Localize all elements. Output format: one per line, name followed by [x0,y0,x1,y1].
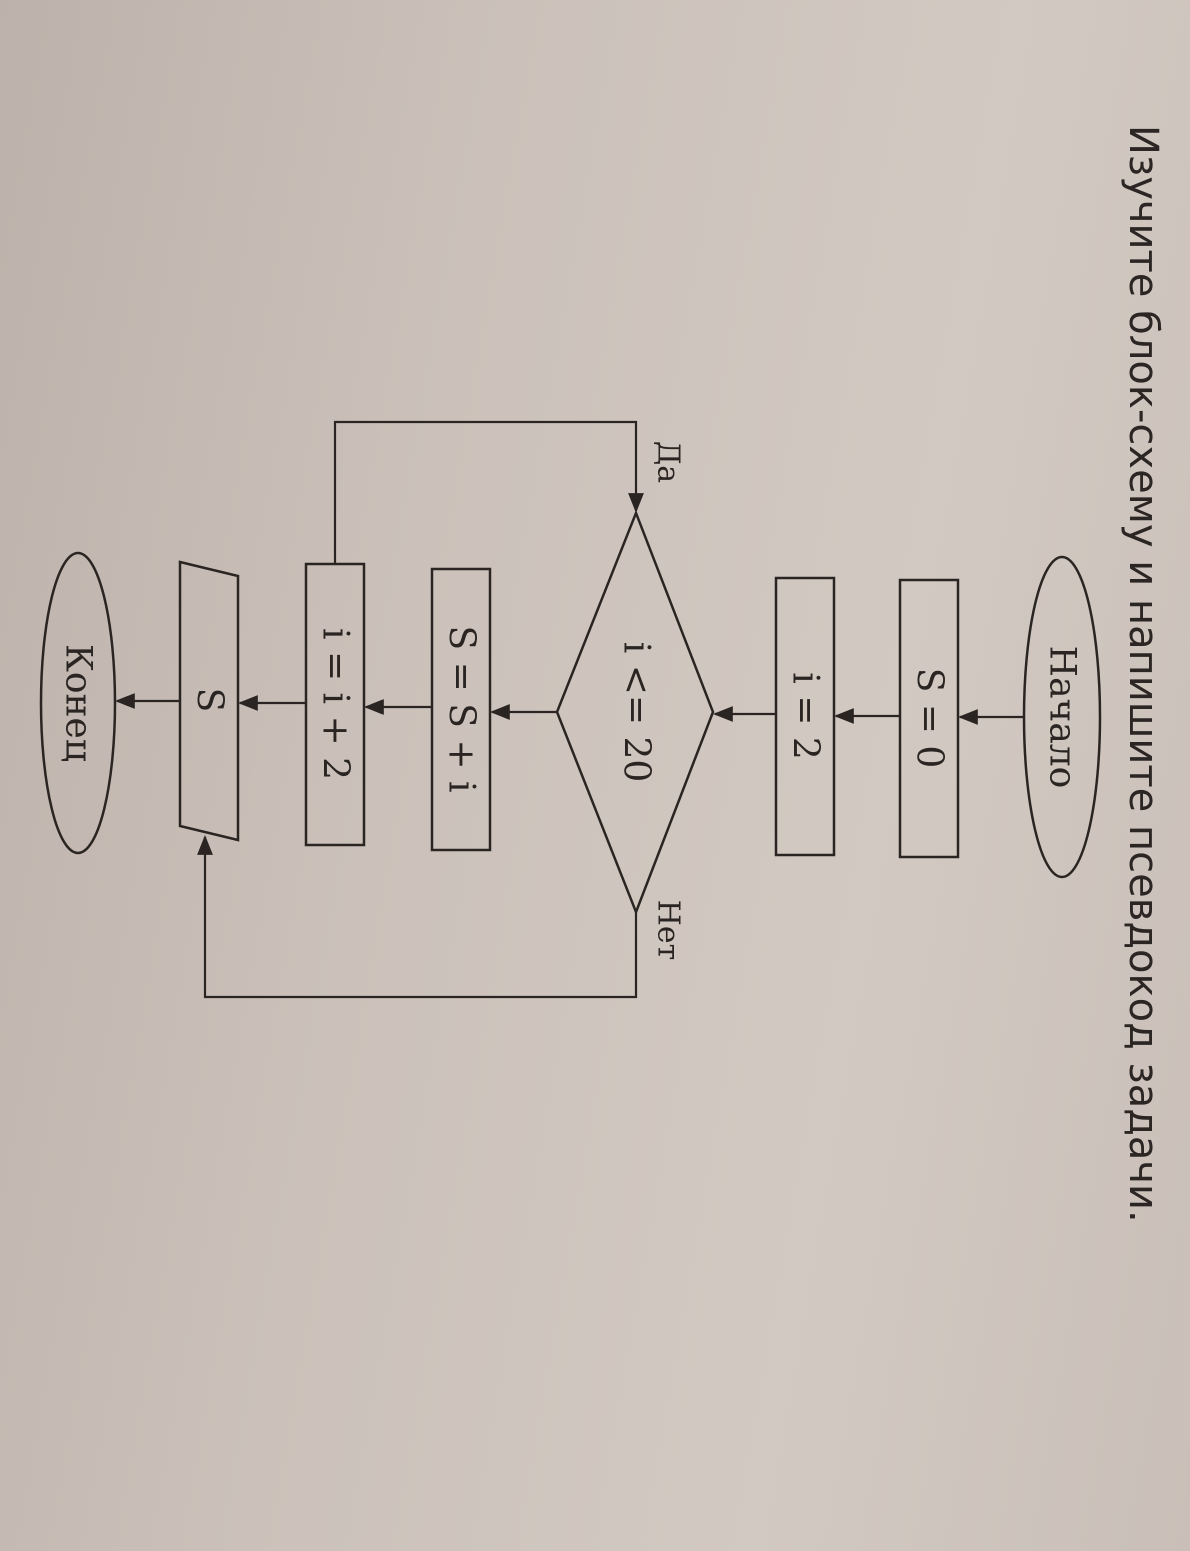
loop-back-arrow [333,420,644,564]
yes-label: Да [651,441,686,483]
output-label: S [189,688,230,713]
start-label: Начало [1042,646,1083,789]
sum-label: S = S + i [441,626,482,793]
output-block [178,560,240,842]
end-terminal [39,551,117,855]
exit-arrow [197,835,638,999]
init-i-label: i = 2 [785,672,826,759]
instruction-text: Изучите блок-схему и напишите псевдокод … [1120,125,1166,1223]
sum-block [430,567,492,852]
increment-label: i = i + 2 [315,628,356,780]
condition-label: i <= 20 [616,642,657,783]
end-label: Конец [58,644,99,762]
init-s-block [898,578,960,859]
init-s-label: S = 0 [909,668,950,769]
no-label: Нет [651,900,686,961]
init-i-block [774,576,836,857]
